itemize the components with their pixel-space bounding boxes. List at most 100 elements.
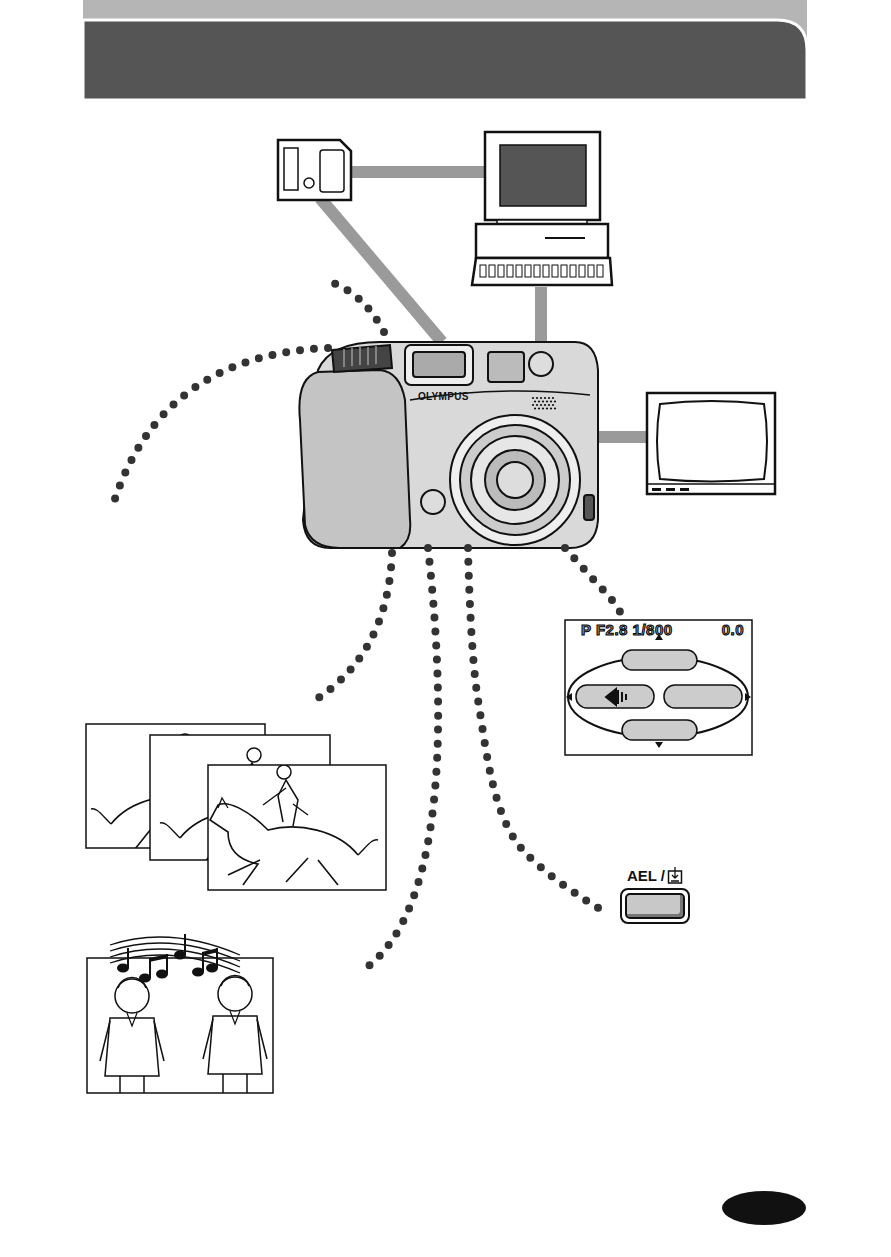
drawing-part [203, 976, 267, 1107]
drawing-part [552, 397, 554, 399]
drawing-part [597, 265, 603, 277]
drawing-part [529, 352, 553, 376]
drawing-part [324, 280, 384, 332]
drawing-part [405, 345, 473, 385]
drawing-part [480, 265, 486, 277]
drawing-part [117, 934, 218, 983]
drawing-part [480, 265, 603, 277]
drawing-part [413, 352, 465, 377]
drawing-part [536, 404, 538, 406]
memory-card [278, 140, 351, 200]
drawing-part [210, 765, 378, 885]
drawing-part [579, 265, 585, 277]
exposure-readout: P F2.8 1/800 [581, 621, 673, 638]
drawing-part [304, 178, 314, 188]
compensation-value: 0.0 [722, 621, 744, 638]
drawing-part [538, 407, 540, 409]
drawing-part [548, 397, 550, 399]
drawing-part [278, 140, 351, 200]
drawing-part [722, 1191, 806, 1225]
drawing-part [113, 348, 328, 505]
drawing-part [570, 265, 576, 277]
drawing-part [552, 404, 554, 406]
brand-label: OLYMPUS [418, 391, 469, 402]
drawing-part [566, 634, 751, 748]
drawing-part [554, 407, 556, 409]
sequence-photos [86, 724, 386, 890]
drawing-part [485, 132, 600, 220]
drawing-part [366, 548, 438, 968]
drawing-part [548, 404, 550, 406]
drawing-part [210, 765, 378, 885]
drawing-part [543, 265, 549, 277]
drawing-part [208, 765, 386, 890]
drawing-part [83, 20, 807, 100]
drawing-part [664, 685, 742, 708]
drawing-part [488, 352, 524, 382]
drawing-part [534, 400, 536, 402]
drawing-part [680, 488, 689, 491]
drawing-part [472, 258, 612, 285]
drawing-part [540, 404, 542, 406]
drawing-part [127, 948, 129, 968]
drawing-part [534, 265, 540, 277]
drawing-part [532, 397, 534, 399]
drawing-part [546, 400, 548, 402]
drawing-part [544, 397, 546, 399]
drawing-part [622, 720, 697, 740]
drawing-part [312, 553, 392, 702]
drawing-part [83, 0, 807, 100]
dotted-connector [468, 548, 605, 912]
drawing-part [532, 397, 556, 410]
drawing-part [460, 425, 570, 535]
camera-body: OLYMPUS [300, 340, 600, 548]
drawing-part [184, 934, 186, 955]
drawing-part [344, 346, 376, 367]
drawing-part [299, 370, 410, 548]
drawing-part [544, 404, 546, 406]
lcd-screen [565, 620, 752, 755]
camera [299, 342, 598, 548]
drawing-part [110, 955, 240, 973]
drawing-part [485, 450, 545, 510]
drawing-part [320, 150, 344, 192]
drawing-part [525, 265, 531, 277]
drawing-part [489, 265, 495, 277]
lcd-screen: P F2.8 1/800 0.0 [565, 620, 752, 755]
drawing-part [202, 948, 218, 956]
drawing-part [532, 404, 534, 406]
ael-button: AEL / [605, 866, 705, 946]
drawing-part [652, 488, 661, 491]
drawing-part [622, 650, 697, 670]
drawing-part [535, 287, 547, 342]
drawing-part [552, 265, 558, 277]
dotted-connector [565, 548, 625, 620]
drawing-part [666, 488, 675, 491]
drawing-part [507, 265, 513, 277]
television [647, 393, 775, 494]
drawing-part [536, 397, 538, 399]
sound-photo [87, 934, 273, 1108]
drawing-part [320, 198, 442, 342]
drawing-part [534, 407, 536, 409]
header-band [83, 0, 807, 100]
drawing-part [657, 401, 767, 482]
drawing-part [542, 407, 544, 409]
drawing-part [350, 166, 486, 178]
drawing-part [596, 431, 648, 443]
button-name: AEL / [627, 867, 665, 884]
drawing-part [647, 393, 775, 494]
drawing-part [332, 345, 392, 372]
drawing-part [542, 400, 544, 402]
drawing-part [500, 145, 586, 206]
drawing-part [546, 407, 548, 409]
drawing-part [584, 495, 594, 520]
drawing-part [100, 976, 267, 1109]
drawing-part [110, 937, 240, 973]
drawing-part [516, 265, 522, 277]
drawing-part [471, 436, 559, 524]
drawing-part [149, 954, 168, 962]
